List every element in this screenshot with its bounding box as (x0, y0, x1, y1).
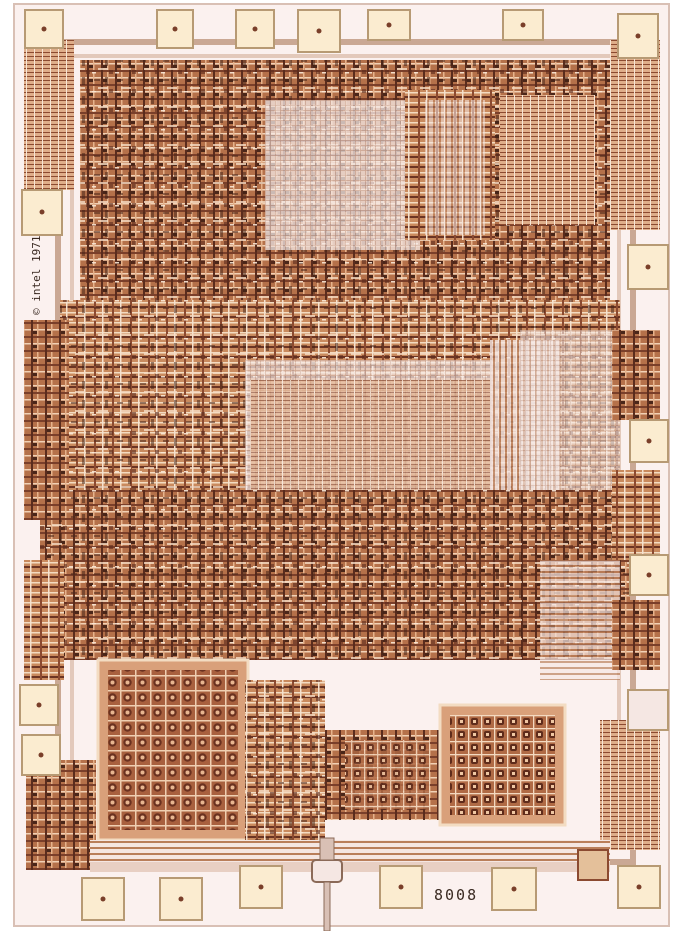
bond-pads-top (24, 9, 659, 59)
bond-pads-sides (19, 189, 669, 776)
bottom-bus (90, 840, 610, 872)
left-edge-circuitry (24, 40, 96, 870)
test-pad-with-lead (311, 837, 343, 931)
part-number-marking: 8008 (434, 886, 478, 904)
memory-array-right (438, 703, 567, 827)
logic-region-top (80, 60, 610, 310)
copyright-marking: © intel 1971 (30, 236, 43, 315)
memory-array-left (96, 658, 250, 842)
right-edge-circuitry (600, 40, 660, 850)
logic-region-lower (40, 490, 630, 680)
decoder-column (245, 680, 325, 850)
register-block-center (325, 730, 445, 820)
bond-pads-bottom (81, 849, 661, 921)
